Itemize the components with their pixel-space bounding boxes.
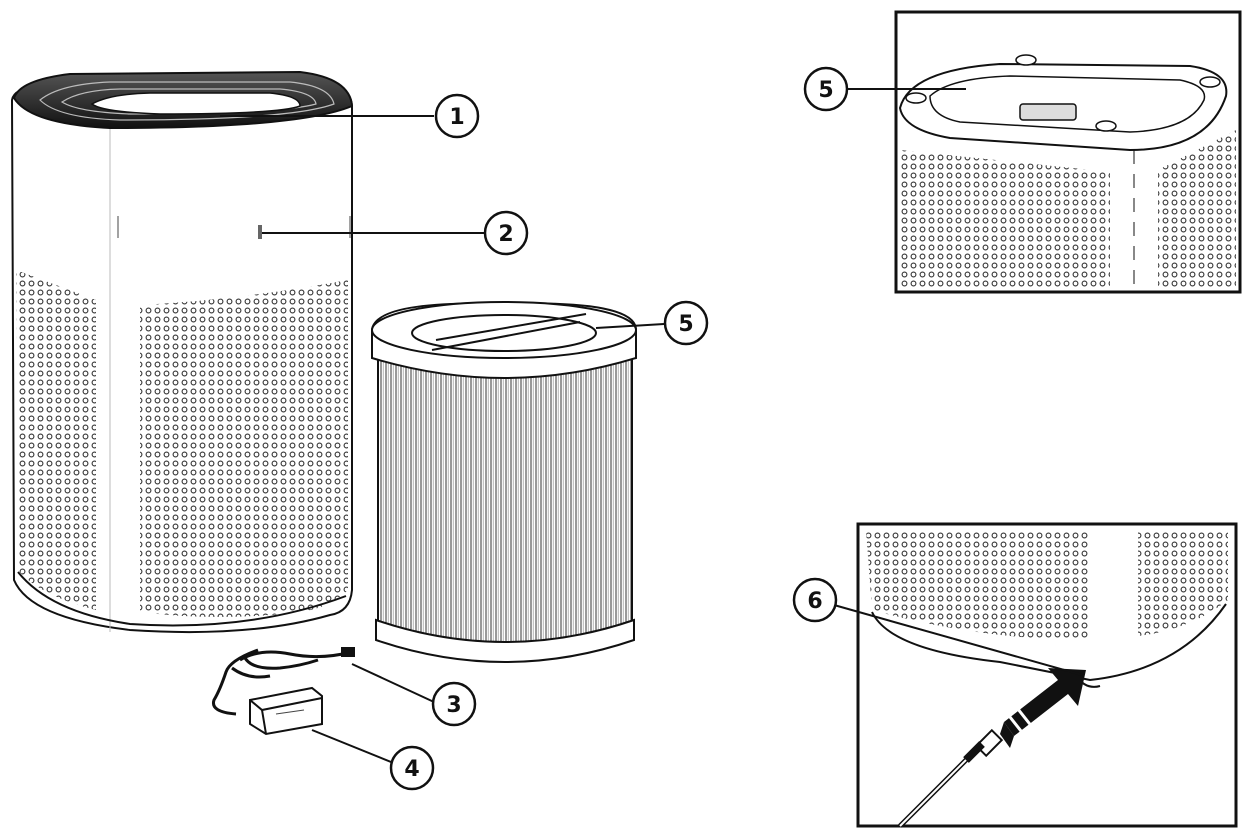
inset2-grille-left [866,530,1090,640]
air-purifier-unit [10,70,354,634]
inset-filter-handle [1019,103,1077,121]
status-indicator-light [258,225,262,239]
inset-grille-right [1158,130,1236,288]
callout-1-label: 1 [449,105,464,130]
callout-3: 3 [431,681,477,727]
power-adapter [211,647,355,736]
leader-lines [220,88,1083,765]
filter-cartridge [371,301,637,663]
front-grille [140,280,348,617]
callout-6-label: 6 [807,589,822,614]
insert-direction-arrow [1000,668,1086,751]
callout-6: 6 [792,577,838,623]
callout-5-inset: 5 [803,66,849,112]
air-outlet-opening [90,92,301,115]
callout-2-label: 2 [498,222,513,247]
inset-grille-left [900,150,1110,288]
filter-bottom-cap [375,618,635,663]
inset-filter-top-view [894,10,1242,294]
inset2-grille-right [1138,530,1228,636]
adapter-brick [249,686,323,736]
callout-5-main-label: 5 [678,312,693,337]
callout-4: 4 [389,745,435,791]
left-side-grille [16,270,96,610]
inset-power-port-view [856,522,1238,828]
callout-4-label: 4 [404,757,419,782]
callout-3-label: 3 [446,693,461,718]
callout-5-inset-label: 5 [818,78,833,103]
filter-handle [431,313,587,351]
power-cable [211,648,353,716]
callout-1: 1 [434,93,480,139]
power-plug [898,728,1004,828]
callout-2: 2 [483,210,529,256]
callout-5-main: 5 [663,300,709,346]
filter-pleated-body [377,349,633,652]
